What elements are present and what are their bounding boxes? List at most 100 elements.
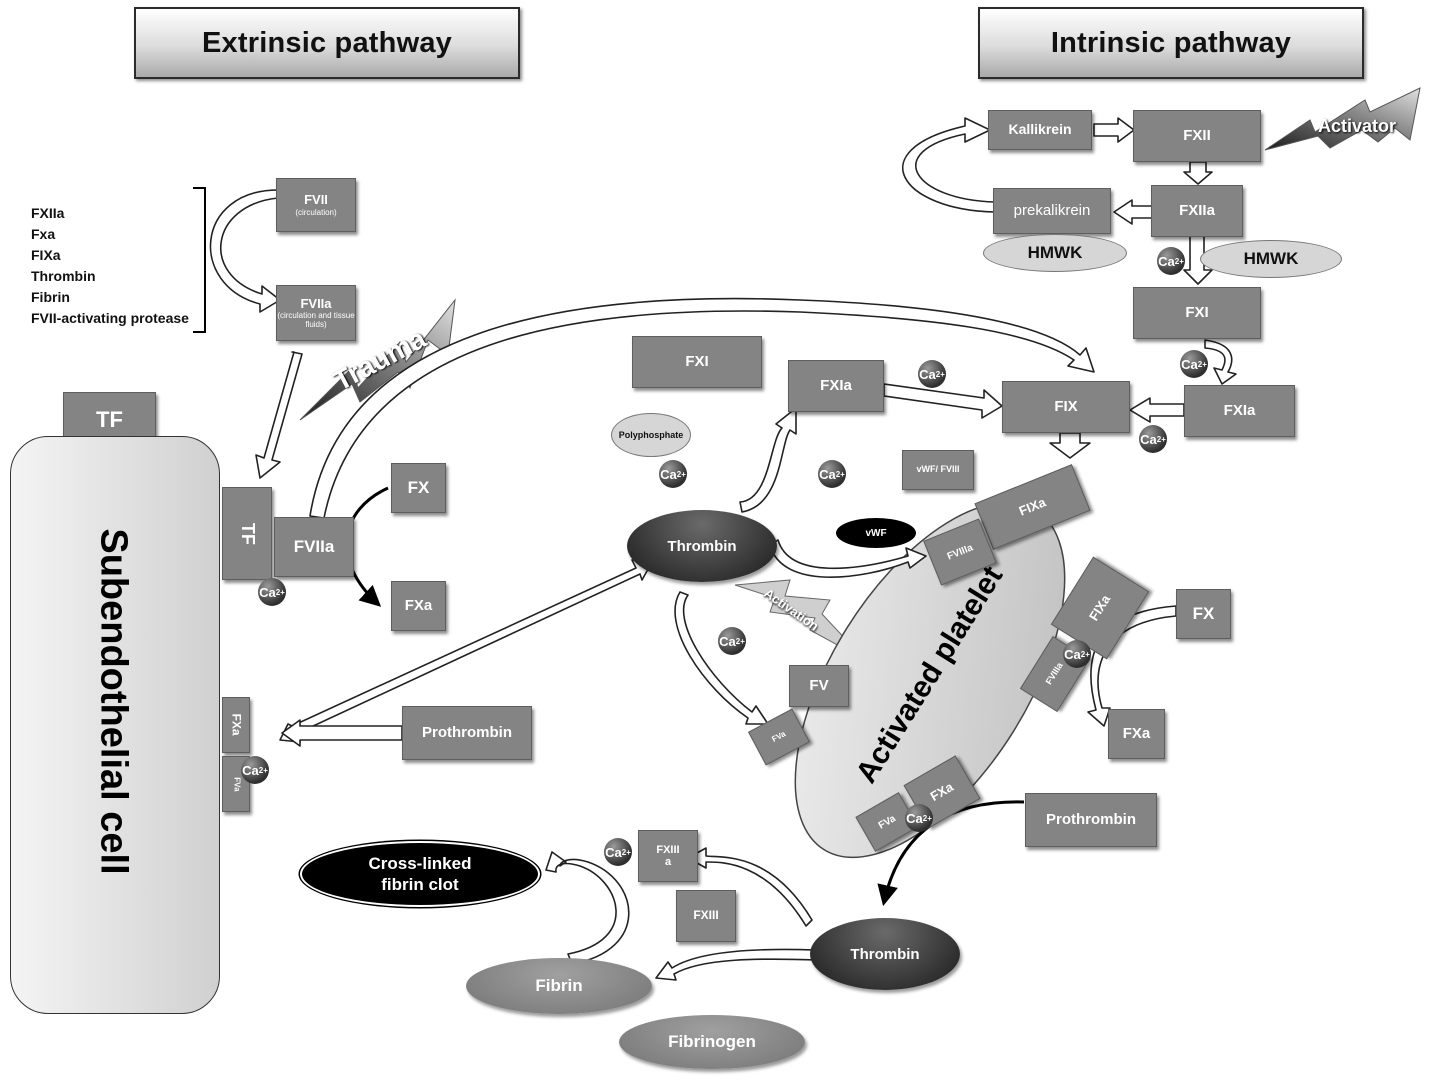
vwf-ellipse: vWF: [836, 518, 916, 548]
calcium-charge: 2+: [621, 847, 631, 857]
fviia-sub: (circulation and tissue fluids): [277, 310, 355, 330]
prothrombin-box: Prothrombin: [402, 706, 532, 760]
polyphosphate-ellipse: Polyphosphate: [611, 413, 691, 457]
fxiii-box: FXIII: [676, 890, 736, 942]
calcium-charge: 2+: [1080, 649, 1090, 659]
thrombin-ellipse: Thrombin: [627, 510, 777, 582]
fxa-box: FXa: [391, 581, 446, 631]
arrow-fxi-to-fxia-right: [1204, 339, 1237, 385]
calcium-charge: 2+: [676, 469, 686, 479]
activator-item: FVII-activating protease: [31, 310, 189, 326]
arrow-kallikrein-to-fxii: [1093, 117, 1135, 143]
calcium-symbol: Ca: [906, 810, 923, 826]
calcium-symbol: Ca: [605, 844, 622, 860]
arrow-thrombin-to-fxia: [739, 407, 797, 513]
activators-list: FXIIa Fxa FIXa Thrombin Fibrin FVII-acti…: [31, 203, 211, 329]
calcium-symbol: Ca: [259, 584, 276, 600]
activators-bracket: [193, 187, 206, 333]
intrinsic-fxi-box: FXI: [1133, 287, 1261, 339]
platelet-fixa-right-label: FIXa: [1085, 592, 1114, 624]
arrow-fxiia-to-fxi: [1183, 235, 1213, 285]
platelet-fva-bottom-label: FVa: [876, 812, 898, 832]
calcium-symbol: Ca: [242, 762, 259, 778]
platelet-fviiia-right-label: FVIIIa: [1043, 660, 1065, 687]
fva-label: FVa: [770, 728, 787, 744]
fix-box: FIX: [1002, 381, 1130, 433]
vwf-fviii-box: vWF/ FVIII: [902, 450, 974, 490]
platelet-fx-box: FX: [1176, 589, 1231, 639]
tf-side-box: TF: [222, 487, 272, 580]
calcium-charge: 2+: [1156, 434, 1166, 444]
platelet-fviiia-top-label: FVIIIa: [945, 541, 975, 563]
activator-label: Activator: [1318, 116, 1397, 136]
arrow-fxiia-to-prekalikrein: [1113, 199, 1153, 225]
intrinsic-pathway-header: Intrinsic pathway: [978, 7, 1364, 79]
extrinsic-pathway-header: Extrinsic pathway: [134, 7, 520, 79]
calcium-charge: 2+: [1174, 256, 1184, 266]
subendothelial-cell: [10, 436, 220, 1014]
activator-item: Fibrin: [31, 289, 70, 305]
kallikrein-box: Kallikrein: [988, 110, 1092, 150]
calcium-charge: 2+: [258, 765, 268, 775]
arrow-fviia-to-tf: [255, 351, 303, 479]
activator-item: Thrombin: [31, 268, 96, 284]
fv-box: FV: [789, 665, 849, 707]
arrow-fxia-mid-to-fix: [883, 383, 1003, 419]
arrow-fvii-to-fviia: [209, 189, 281, 313]
fxiia-box: FXIIa: [1151, 185, 1243, 237]
arrow-cell-to-thrombin: [279, 559, 653, 743]
clot-thrombin-ellipse: Thrombin: [810, 918, 960, 990]
hmwk-left: HMWK: [983, 234, 1127, 272]
middle-fxi-box: FXI: [632, 336, 762, 388]
fx-box: FX: [391, 463, 446, 513]
calcium-charge: 2+: [1197, 359, 1207, 369]
cell-fva-label: FVa: [232, 776, 242, 792]
hmwk-right: HMWK: [1200, 240, 1342, 278]
arrow-fix-to-fixa: [1049, 432, 1091, 459]
tf-side-label: TF: [237, 522, 258, 545]
arrow-fibrin-to-clot: [545, 851, 630, 965]
activator-item: FIXa: [31, 247, 61, 263]
platelet-fxa-box: FXa: [1108, 709, 1165, 759]
calcium-charge: 2+: [835, 469, 845, 479]
activator-item: FXIIa: [31, 205, 65, 221]
fviia-box: FVIIa (circulation and tissue fluids): [276, 285, 356, 341]
calcium-symbol: Ca: [919, 366, 936, 382]
arrow-fxii-to-fxiia: [1183, 161, 1213, 185]
calcium-symbol: Ca: [719, 633, 736, 649]
calcium-charge: 2+: [735, 636, 745, 646]
calcium-symbol: Ca: [1064, 646, 1081, 662]
arrow-thrombin-to-fva: [674, 591, 769, 725]
activator-item: Fxa: [31, 226, 56, 242]
arrow-prekalikrein-to-kallikrein: [901, 117, 996, 213]
intrinsic-fxia-box: FXIa: [1184, 385, 1295, 437]
calcium-symbol: Ca: [1158, 253, 1175, 269]
fxiiia-box: FXIII a: [638, 830, 698, 882]
calcium-symbol: Ca: [660, 466, 677, 482]
cell-fxa-box: FXa: [222, 697, 250, 753]
fxiiia-label: FXIII a: [656, 843, 680, 868]
middle-fxia-box: FXIa: [788, 360, 884, 412]
arrow-thrombin-to-vwf: [769, 539, 927, 578]
calcium-charge: 2+: [922, 813, 932, 823]
fibrinogen-ellipse: Fibrinogen: [619, 1015, 805, 1069]
arrow-fxia-to-fix: [1129, 397, 1185, 423]
calcium-charge: 2+: [275, 587, 285, 597]
fvii-box: FVII (circulation): [276, 178, 356, 232]
cell-fxa-label: FXa: [229, 713, 244, 737]
fviia-complex-box: FVIIa: [274, 517, 354, 577]
arrow-fviia-to-fix: [309, 297, 1095, 519]
subendothelial-cell-label: Subendothelial cell: [92, 528, 135, 875]
arrow-prothrombin-to-cell: [281, 719, 403, 747]
calcium-symbol: Ca: [819, 466, 836, 482]
platelet-fixa-top-label: FIXa: [1016, 494, 1048, 519]
platelet-prothrombin-box: Prothrombin: [1025, 793, 1157, 847]
